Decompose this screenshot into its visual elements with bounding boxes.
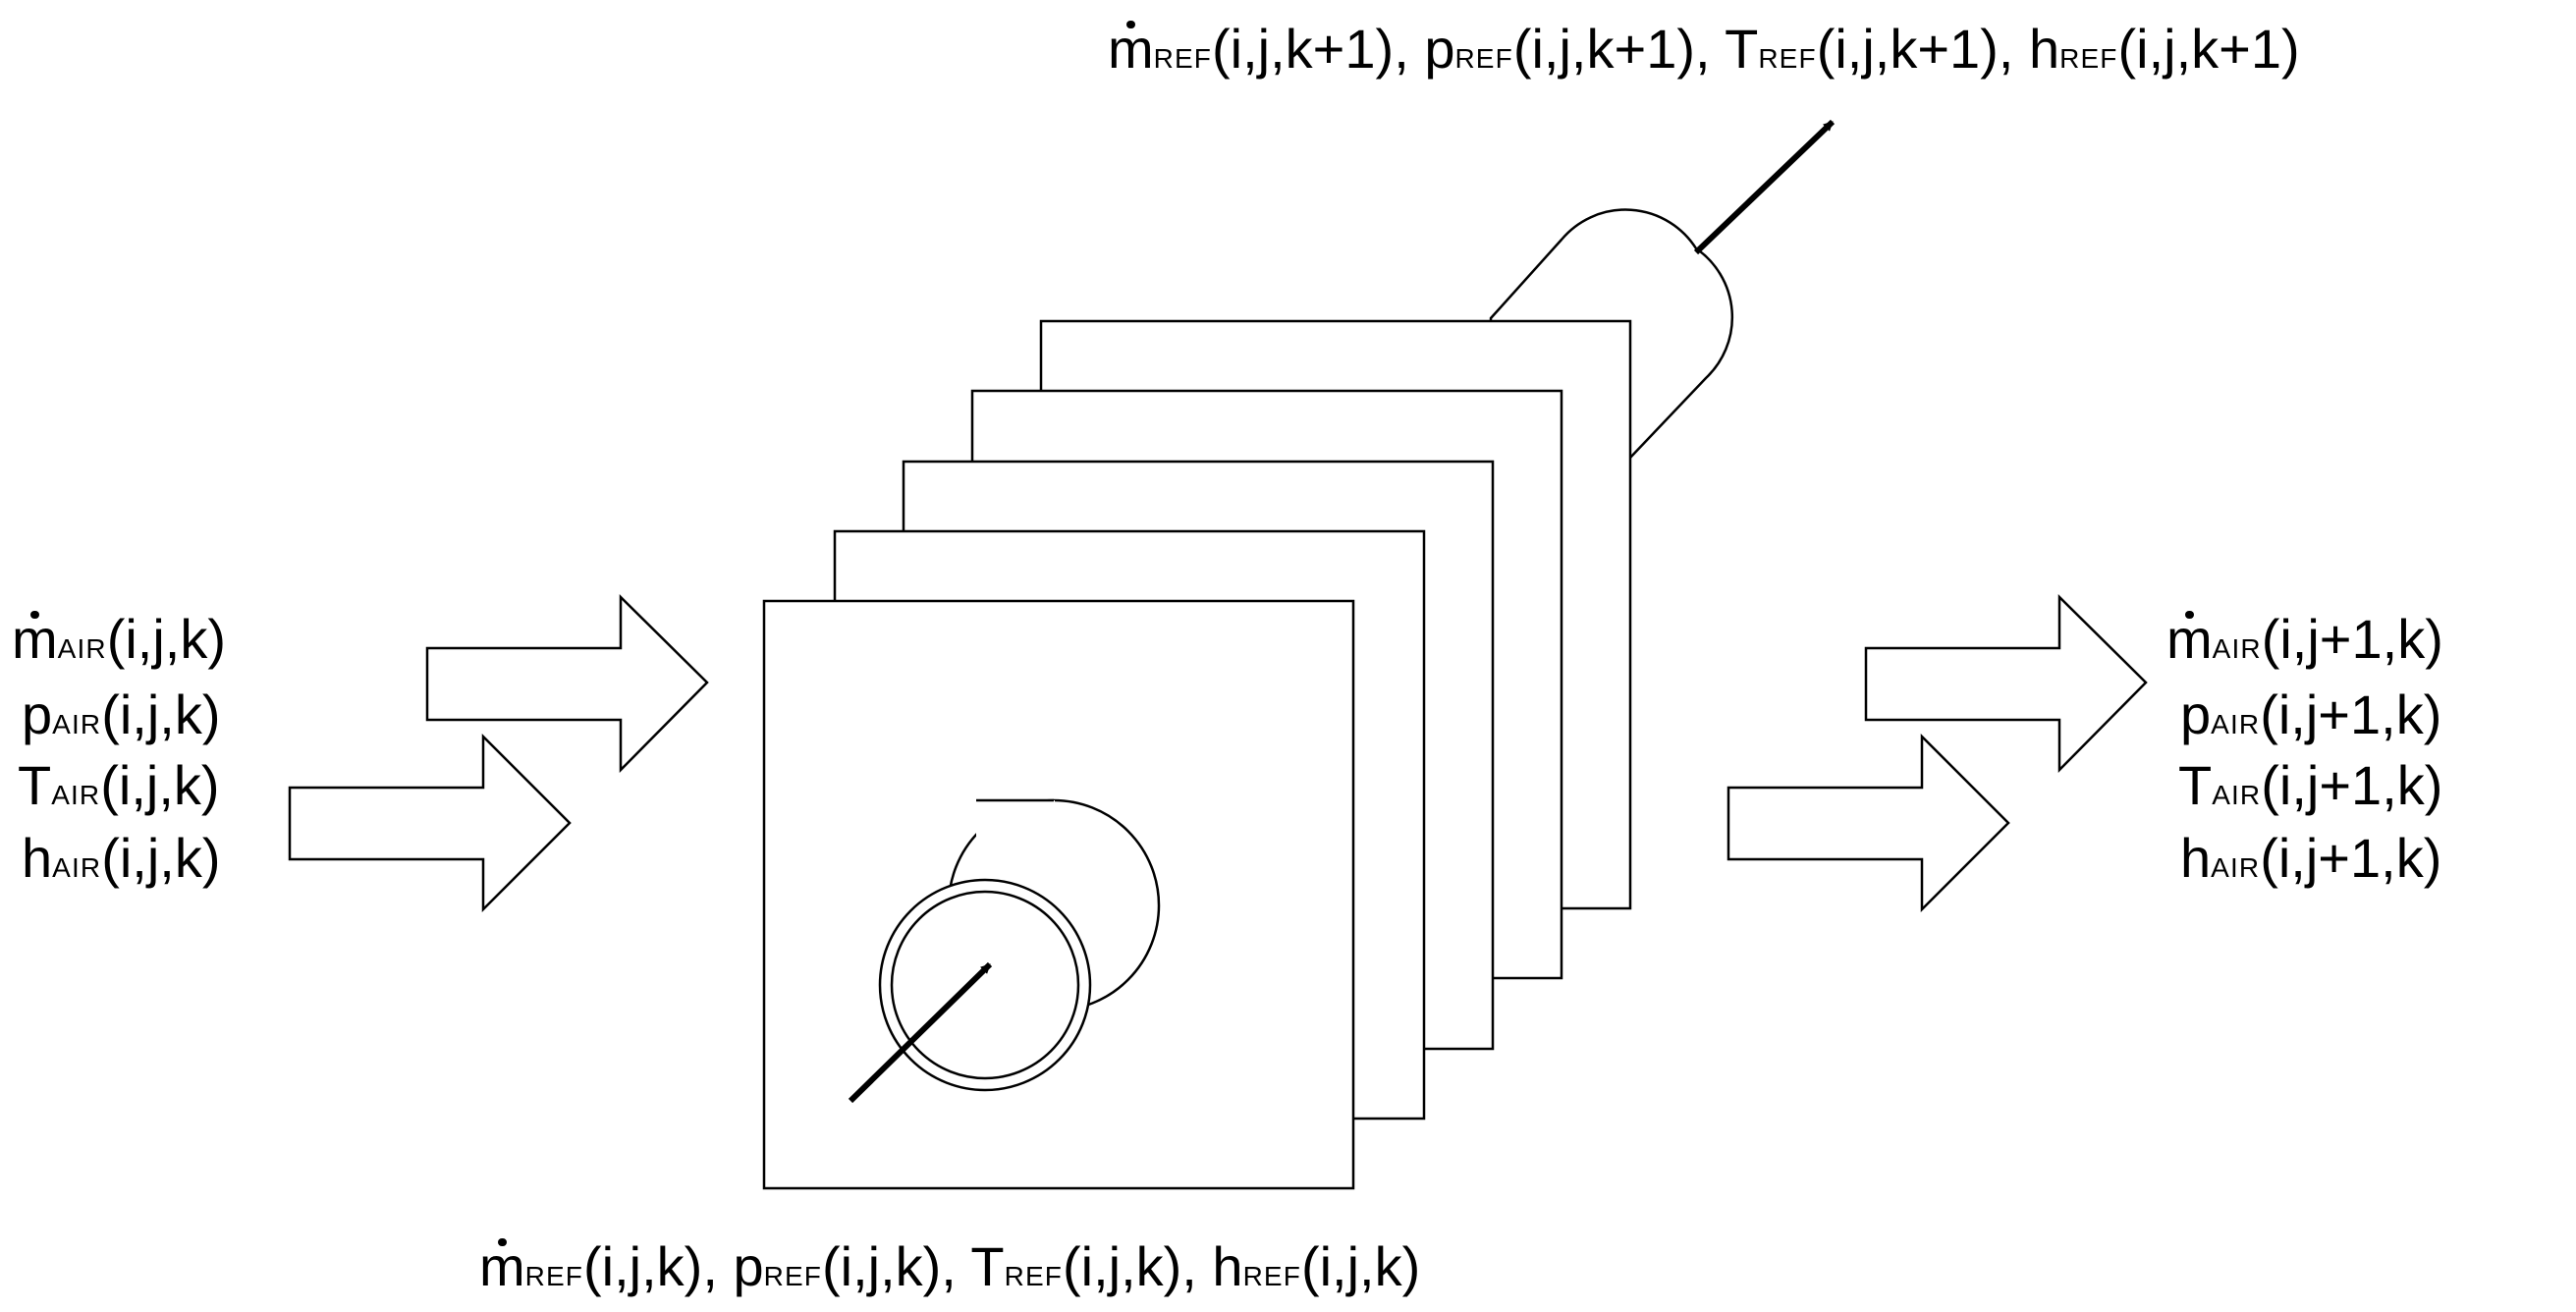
subscript: REF [1454,43,1513,74]
subscript: AIR [52,852,102,883]
mass-flow-symbol: m [479,1235,525,1297]
subscript: AIR [2212,780,2262,810]
temperature-symbol: T [18,754,52,816]
refrigerant-inlet-flow-arrow [848,961,993,1104]
subscript: REF [1242,1261,1301,1291]
air-outlet-pressure-label: pAIR(i,j+1,k) [2180,687,2441,742]
air-inlet-mass-flow-label: mAIR(i,j,k) [12,608,226,670]
mass-flow-symbol: m [2166,608,2213,670]
temperature-symbol: T [2178,754,2213,816]
refrigerant-outlet-label: mREF(i,j,k+1), pREF(i,j,k+1), TREF(i,j,k… [1108,18,2300,80]
pressure-symbol: p [1424,18,1455,80]
air-outlet-arrow-lower [1726,733,2010,913]
air-inlet-enthalpy-label: hAIR(i,j,k) [22,831,221,886]
enthalpy-symbol: h [2028,18,2060,80]
air-inlet-pressure-label: pAIR(i,j,k) [22,687,221,742]
air-inlet-arrow-upper [425,594,709,774]
args: (i,j,k) [1062,1235,1182,1297]
air-inlet-arrow-lower [288,733,572,913]
subscript: AIR [2212,633,2262,664]
refrigerant-outlet-flow-arrow [1693,119,1836,255]
args: (i,j+1,k) [2261,608,2443,670]
subscript: REF [1153,43,1213,74]
separator: , [1998,18,2029,80]
pressure-symbol: p [22,683,53,745]
subscript: REF [1758,43,1817,74]
air-outlet-arrow-upper [1864,594,2148,774]
args: (i,j,k) [106,608,226,670]
args: (i,j+1,k) [2260,827,2442,889]
subscript: REF [1004,1261,1063,1291]
args: (i,j+1,k) [2260,683,2442,745]
pressure-symbol: p [2180,683,2212,745]
subscript: AIR [2211,709,2261,739]
args: (i,j,k) [821,1235,942,1297]
mass-flow-symbol: m [1108,18,1154,80]
separator: , [941,1235,971,1297]
args: (i,j+1,k) [2261,754,2443,816]
enthalpy-symbol: h [22,827,53,889]
args: (i,j,k) [1300,1235,1421,1297]
separator: , [1695,18,1726,80]
enthalpy-symbol: h [1212,1235,1243,1297]
subscript: REF [763,1261,822,1291]
separator: , [1181,1235,1213,1297]
args: (i,j,k) [583,1235,703,1297]
subscript: AIR [57,633,107,664]
tube-front-inner-rim [890,890,1080,1080]
separator: , [1394,18,1425,80]
args: (i,j,k+1) [1212,18,1395,80]
air-inlet-temperature-label: TAIR(i,j,k) [18,758,220,813]
refrigerant-inlet-tube [878,798,1161,1092]
mass-flow-symbol: m [12,608,58,670]
enthalpy-symbol: h [2180,827,2212,889]
air-outlet-temperature-label: TAIR(i,j+1,k) [2178,758,2442,813]
temperature-symbol: T [1725,18,1759,80]
temperature-symbol: T [970,1235,1005,1297]
args: (i,j,k+1) [2117,18,2300,80]
refrigerant-inlet-label: mREF(i,j,k), pREF(i,j,k), TREF(i,j,k), h… [479,1235,1420,1297]
args: (i,j,k) [101,683,221,745]
separator: , [702,1235,734,1297]
subscript: AIR [51,780,101,810]
subscript: REF [2059,43,2118,74]
args: (i,j,k+1) [1512,18,1695,80]
subscript: AIR [52,709,102,739]
args: (i,j,k+1) [1816,18,1999,80]
args: (i,j,k) [100,754,220,816]
air-outlet-mass-flow-label: mAIR(i,j+1,k) [2166,608,2443,670]
args: (i,j,k) [101,827,221,889]
air-outlet-enthalpy-label: hAIR(i,j+1,k) [2180,831,2441,886]
pressure-symbol: p [733,1235,764,1297]
subscript: AIR [2211,852,2261,883]
subscript: REF [524,1261,584,1291]
